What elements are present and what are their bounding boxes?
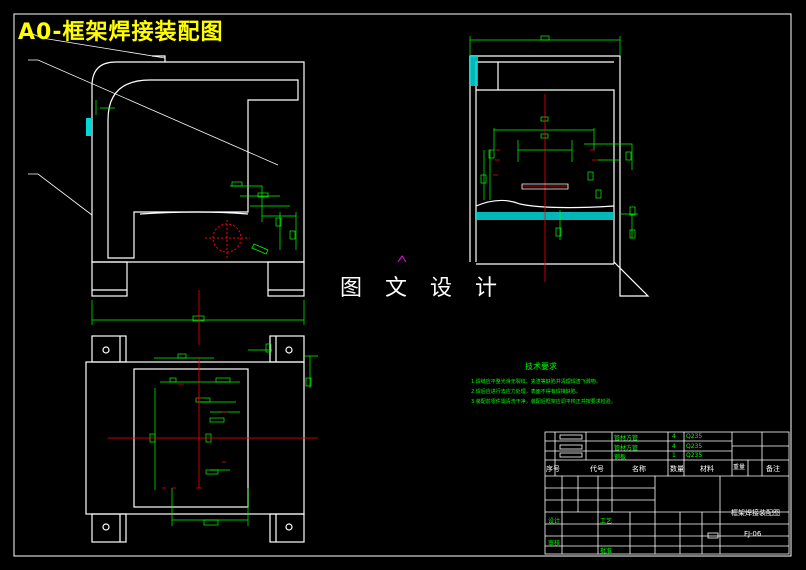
hole-detail: [205, 220, 250, 258]
part-qty-cell: 1: [672, 452, 676, 459]
drawing-title: A0-框架焊接装配图: [18, 20, 224, 45]
tech-requirement-item: 3.装配前零件需清洗干净，装配后框架应调平校正并按要求检验。: [471, 399, 616, 405]
drawing-name-cell: 框架焊接装配图: [731, 509, 780, 517]
weld-mark-front: [86, 118, 92, 136]
header-weight: 重量: [733, 464, 746, 471]
plan-view-dimensions: [149, 343, 318, 526]
side-view: [469, 55, 650, 297]
tech-requirement-item: 2.焊后应进行去应力处理，表面不得有焊接缺陷。: [471, 389, 581, 395]
side-slot: [521, 183, 569, 190]
part-material-cell: Q235: [686, 433, 703, 440]
front-view-leaders: [27, 31, 279, 216]
header-qty: 数量: [670, 465, 684, 473]
weld-mark-side-top: [470, 56, 478, 86]
side-view-dimensions: [469, 35, 638, 240]
section-arrow-mark: [397, 255, 407, 263]
drawing-frame: [13, 13, 792, 557]
header-seq: 序号: [546, 465, 560, 473]
drawing-number-cell: FJ-06: [744, 530, 762, 538]
tech-requirement-item: 1.焊缝应平整光滑无裂纹、夹渣等缺陷并清理焊渣飞溅物。: [471, 379, 601, 385]
signature-process: 工艺: [600, 518, 613, 525]
part-qty-cell: 4: [672, 443, 676, 450]
title-block: [544, 431, 790, 555]
part-material-cell: Q235: [686, 443, 703, 450]
header-material: 材料: [700, 465, 714, 473]
hole-bracket: [251, 243, 269, 255]
part-name-cell: 管材方管: [614, 445, 639, 452]
part-material-cell: Q235: [686, 452, 703, 459]
signature-review: 审核: [548, 540, 561, 547]
plan-view-centerlines: [108, 358, 318, 489]
front-view-dimensions: [91, 100, 305, 325]
signature-approve: 批准: [600, 548, 613, 555]
header-code: 代号: [590, 465, 604, 473]
part-qty-cell: 4: [672, 433, 676, 440]
part-name-cell: 钢板: [614, 454, 627, 461]
front-view: [91, 55, 305, 297]
plan-view: [85, 335, 305, 543]
signature-design: 设计: [548, 518, 561, 525]
part-name-cell: 管材方管: [614, 435, 639, 442]
header-name: 名称: [632, 465, 646, 473]
header-remark: 备注: [766, 465, 780, 473]
watermark-text: 图 文 设 计: [340, 276, 505, 301]
side-view-centerlines: [493, 94, 598, 282]
tech-requirements-title: 技术要求: [525, 362, 557, 371]
